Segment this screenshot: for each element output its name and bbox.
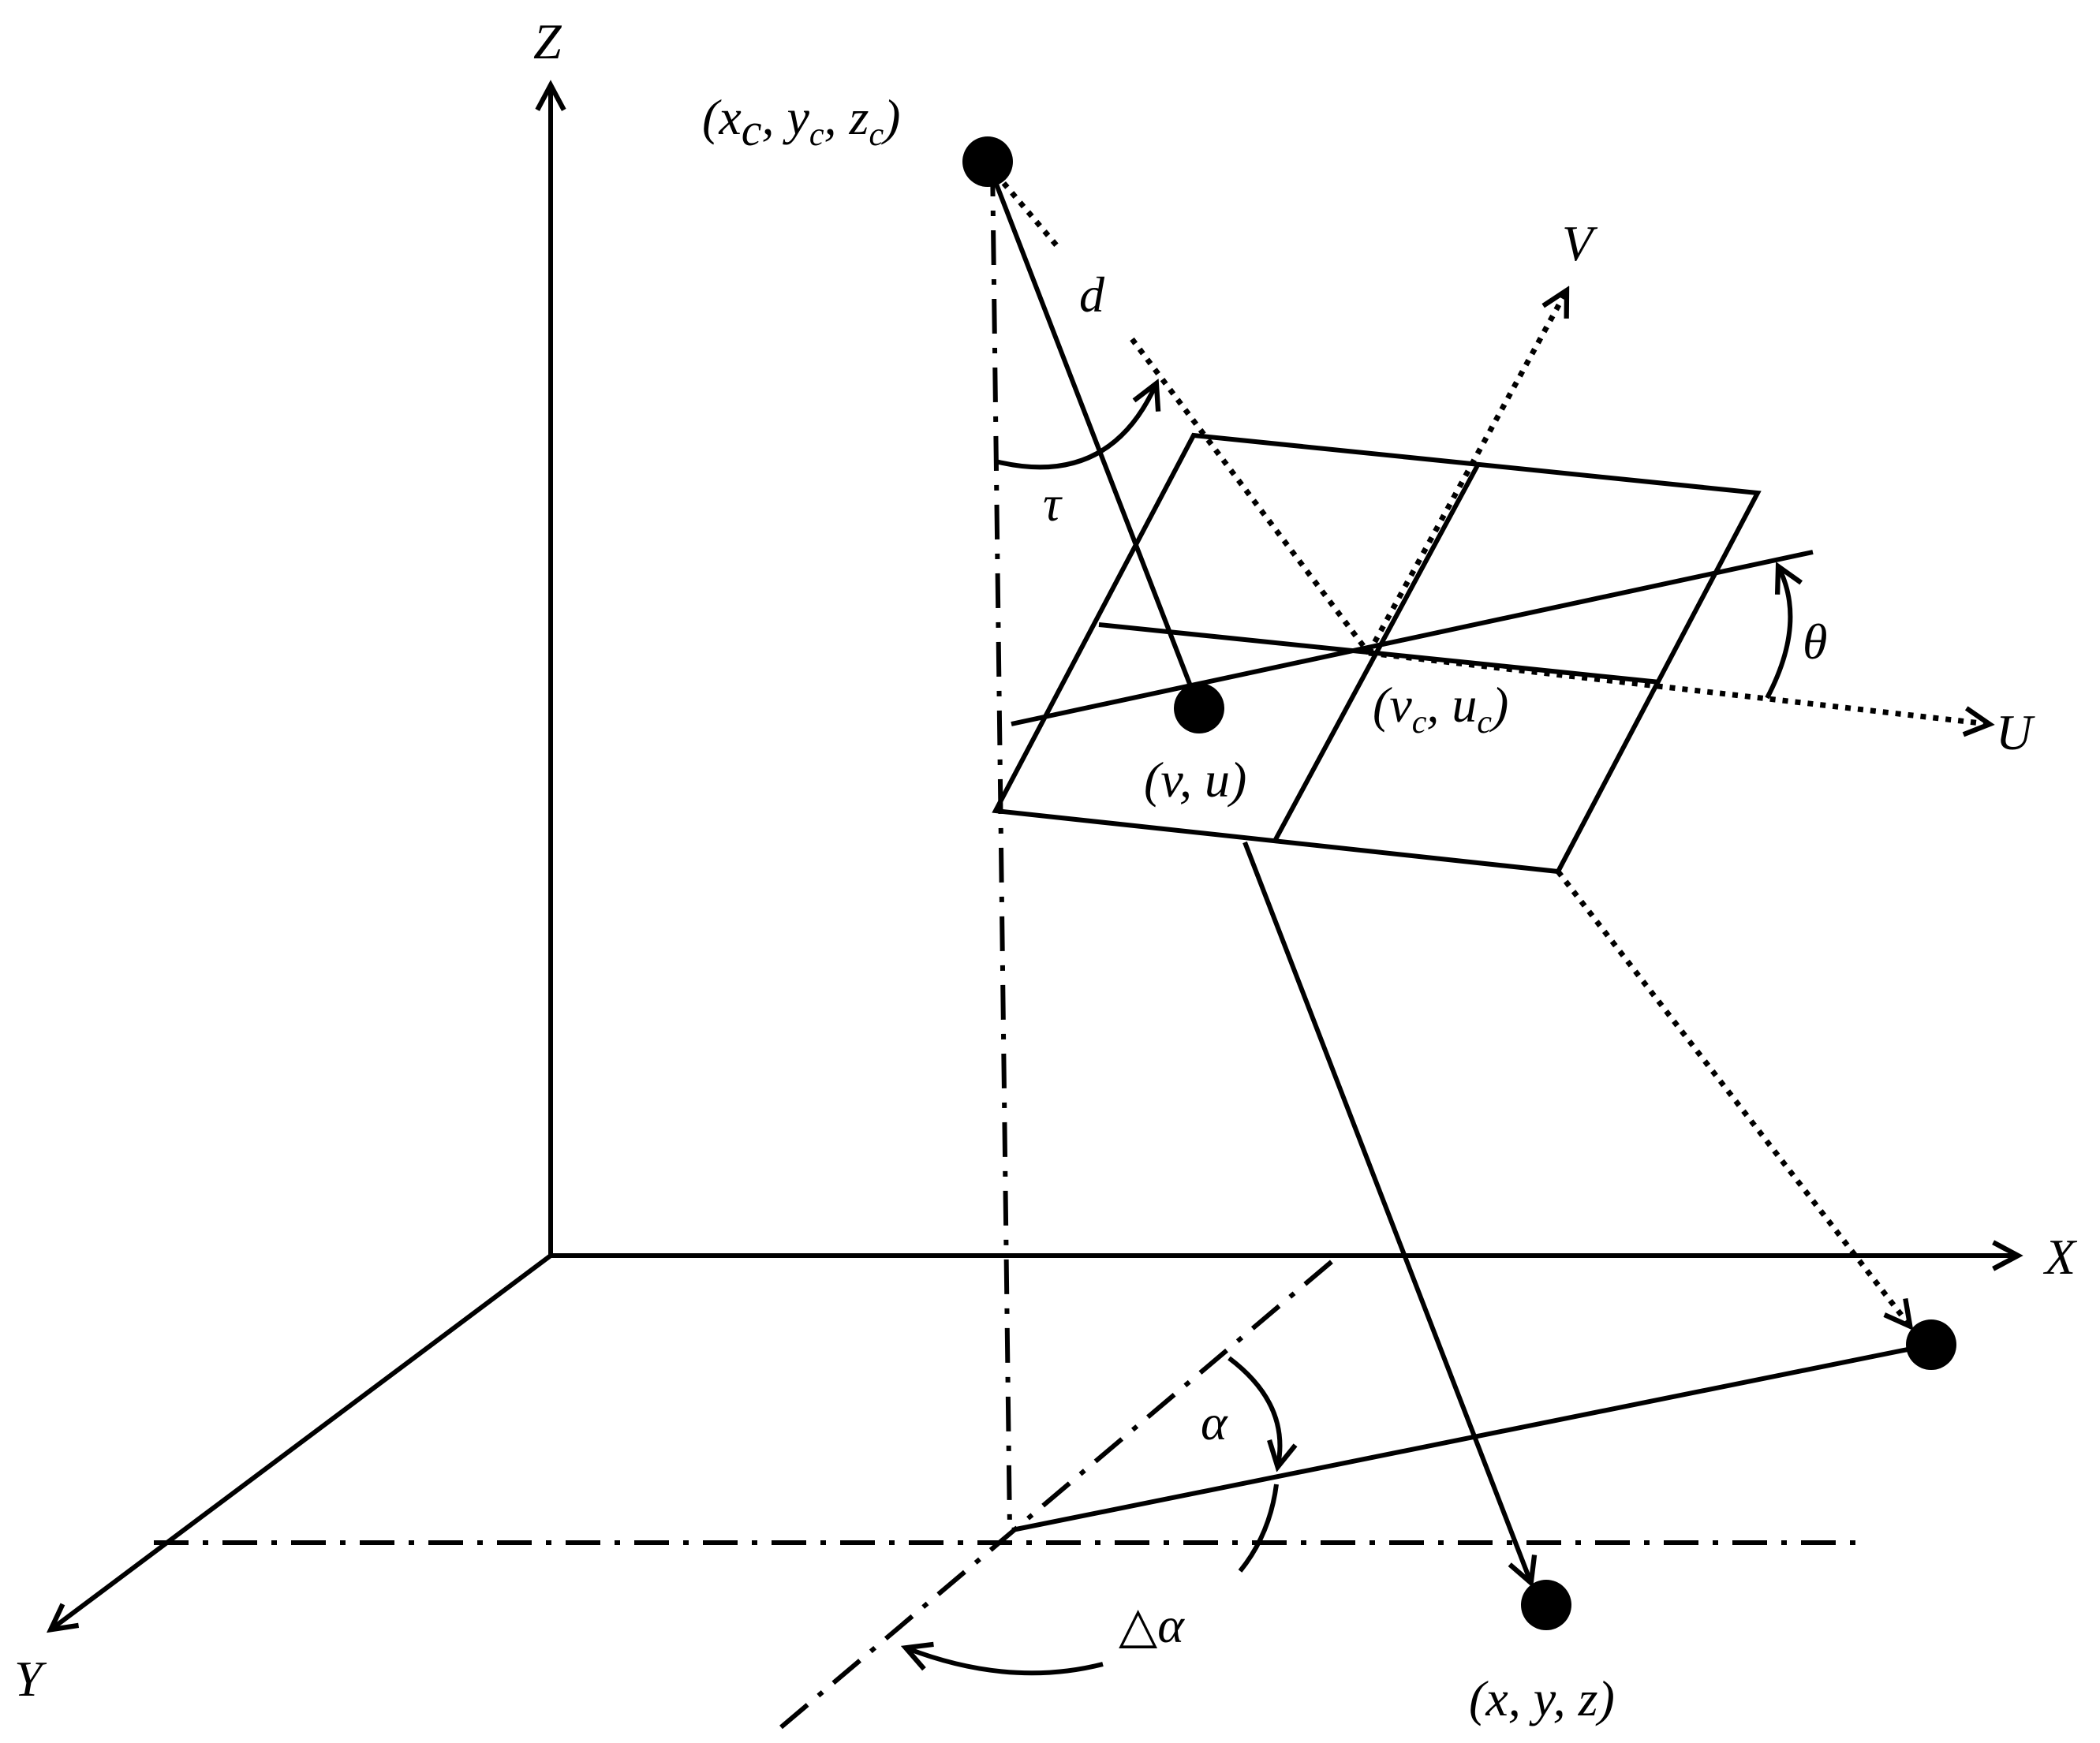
pixel-point — [1174, 683, 1224, 733]
ground-diagonal-dashdot — [779, 1258, 1335, 1730]
alpha-arc — [1227, 1356, 1280, 1465]
z-axis-label: Z — [533, 13, 562, 69]
camera-label: (xc, yc, zc) — [702, 89, 900, 155]
camera-to-pixel-line — [985, 160, 1201, 710]
image-plane-mid-vertical — [1272, 464, 1480, 844]
tau-arc — [995, 385, 1156, 470]
image-plane-mid-horizontal — [1098, 622, 1661, 685]
optical-axis-dotted — [993, 171, 1059, 248]
delta-alpha-arc-upper — [1238, 1484, 1279, 1573]
rotated-axis-line — [1011, 550, 1814, 726]
v-axis-dotted — [1366, 292, 1566, 655]
u-axis-dotted — [1368, 650, 1988, 724]
pixel-label: (v, u) — [1144, 752, 1246, 808]
v-axis-label: V — [1562, 215, 1598, 271]
center-label: (vc, uc) — [1373, 677, 1508, 741]
ground-point — [1521, 1580, 1571, 1630]
x-axis-label: X — [2042, 1229, 2078, 1285]
theta-arc — [1765, 568, 1790, 700]
rotation-label: θ — [1803, 614, 1827, 670]
camera-vertical-dashdot — [990, 161, 1012, 1531]
y-axis-label: Y — [14, 1651, 47, 1707]
ground-point-label: (x, y, z) — [1469, 1670, 1615, 1726]
y-axis-line — [52, 1253, 552, 1629]
ground-solid-line — [1011, 1342, 1932, 1532]
delta-alpha-arc-lower — [907, 1648, 1104, 1676]
delta-azimuth-label: △α — [1119, 1597, 1185, 1653]
projection-ray — [1242, 841, 1530, 1581]
distance-label: d — [1079, 267, 1105, 323]
principal-dotted-line — [1130, 337, 1371, 655]
u-axis-label: U — [1996, 704, 2035, 760]
azimuth-label: α — [1201, 1394, 1228, 1450]
tilt-label: τ — [1043, 476, 1063, 532]
